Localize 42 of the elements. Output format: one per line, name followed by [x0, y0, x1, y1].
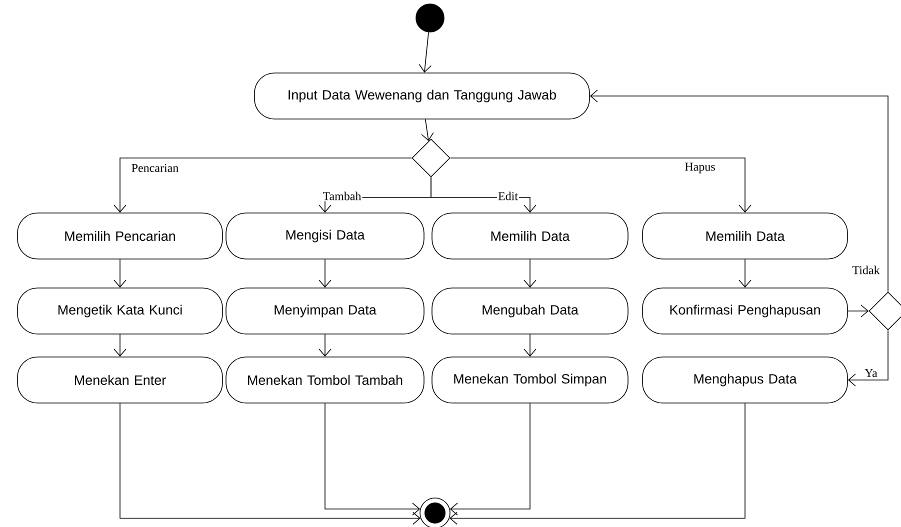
- arrow: [450, 403, 530, 516]
- edge-label: Ya: [864, 368, 878, 378]
- activity-box: Memilih Data: [432, 212, 628, 260]
- activity-box: Menghapus Data: [642, 356, 848, 404]
- activity-box: Mengubah Data: [432, 288, 628, 334]
- arrow: [450, 158, 752, 213]
- activity-box: Input Data Wewenang dan Tanggung Jawab: [254, 72, 590, 120]
- activity-box: Menekan Tombol Simpan: [432, 356, 628, 404]
- arrow: [114, 334, 126, 357]
- activity-box: Konfirmasi Penghapusan: [642, 288, 848, 334]
- arrow: [120, 403, 421, 525]
- arrow: [848, 304, 869, 318]
- edge-label: Edit: [497, 190, 519, 202]
- initial-node: [416, 4, 444, 32]
- arrow: [421, 119, 434, 142]
- activity-box: Memilih Pencarian: [17, 212, 223, 260]
- activity-box: Mengisi Data: [226, 212, 424, 260]
- activity-box: Menyimpan Data: [226, 288, 424, 334]
- edge-label: Tidak: [851, 264, 881, 276]
- decision-diamond: [868, 292, 901, 330]
- arrow: [418, 32, 432, 73]
- arrow: [430, 177, 536, 213]
- arrow: [114, 259, 126, 288]
- arrow: [590, 90, 888, 292]
- activity-box: Menekan Tombol Tambah: [226, 356, 424, 404]
- arrow: [324, 403, 420, 516]
- edge-label: Tambah: [322, 190, 362, 202]
- decision-diamond: [412, 138, 450, 178]
- arrow: [524, 259, 536, 288]
- arrow: [738, 259, 752, 288]
- arrow: [114, 158, 412, 213]
- arrow: [524, 334, 536, 357]
- edge-label: Hapus: [684, 162, 716, 174]
- activity-box: Memilih Data: [642, 212, 848, 260]
- arrow: [848, 330, 888, 386]
- edge-label: Pencarian: [130, 162, 180, 174]
- arrow: [318, 259, 332, 288]
- arrow: [449, 403, 746, 525]
- activity-box: Mengetik Kata Kunci: [17, 288, 223, 334]
- arrow: [318, 334, 332, 357]
- final-node: [420, 498, 450, 527]
- activity-box: Menekan Enter: [17, 356, 223, 404]
